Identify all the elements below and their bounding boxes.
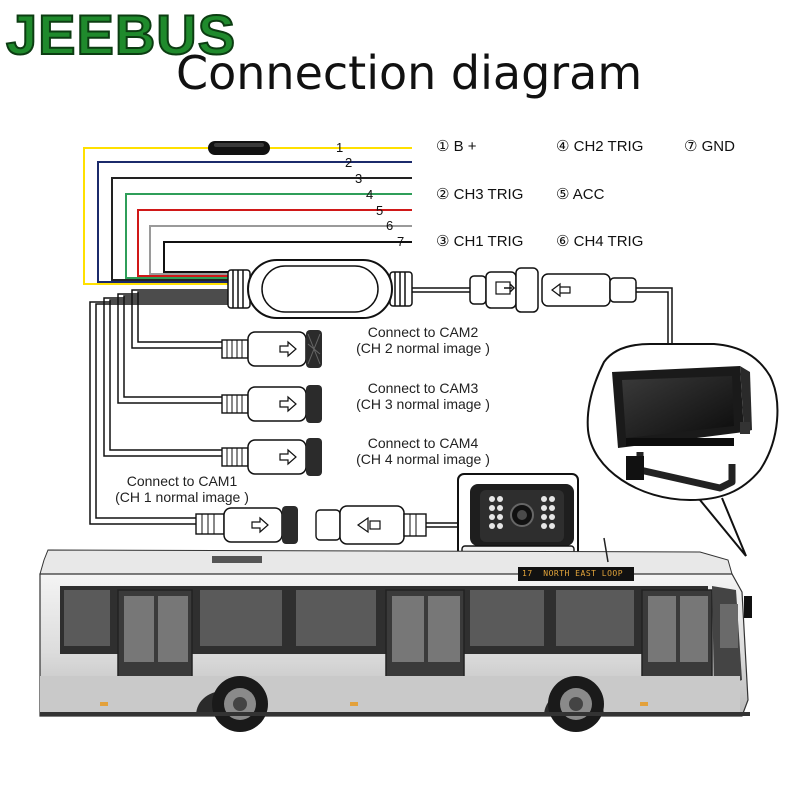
- legend-item-6: ⑥ CH4 TRIG: [556, 232, 643, 250]
- wire-4: [125, 193, 412, 279]
- legend-number: ①: [436, 138, 450, 155]
- legend-item-7: ⑦ GND: [684, 137, 735, 155]
- monitor-connector: [469, 267, 673, 370]
- legend-number: ③: [436, 233, 450, 250]
- legend-label: CH1 TRIG: [453, 233, 524, 250]
- splitter-box: [227, 259, 470, 319]
- cam4-label-line1: Connect to CAM4: [367, 435, 479, 451]
- cam1-label-line1: Connect to CAM1: [126, 473, 238, 489]
- camera-connectors: [221, 330, 322, 476]
- cam2-label-line1: Connect to CAM2: [367, 324, 479, 340]
- wire-number-3: 3: [355, 171, 363, 186]
- wire-harness: [83, 147, 412, 285]
- legend-label: ACC: [572, 186, 605, 203]
- cam3-label: Connect to CAM3 (CH 3 normal image ): [338, 380, 508, 412]
- bus-illustration: [39, 537, 752, 732]
- cam1-label-line2: (CH 1 normal image ): [115, 489, 249, 505]
- cam3-label-line2: (CH 3 normal image ): [356, 396, 490, 412]
- monitor-callout: [586, 343, 779, 557]
- wire-5: [137, 209, 412, 277]
- wire-3: [111, 177, 412, 281]
- cam2-label: Connect to CAM2 (CH 2 normal image ): [338, 324, 508, 356]
- legend-label: CH2 TRIG: [573, 138, 644, 155]
- legend-label: CH3 TRIG: [453, 186, 524, 203]
- bus-route-number: 17: [522, 569, 533, 578]
- legend-label: B +: [453, 138, 477, 155]
- brand-logo: JEEBUS: [5, 2, 237, 67]
- bus-destination: NORTH EAST LOOP: [543, 569, 624, 578]
- fuse-icon: [208, 141, 270, 155]
- legend-item-1: ① B +: [436, 137, 477, 155]
- cam4-label-line2: (CH 4 normal image ): [356, 451, 490, 467]
- legend-number: ⑤: [556, 186, 570, 203]
- legend-label: CH4 TRIG: [573, 233, 644, 250]
- wire-7: [163, 241, 412, 273]
- legend-item-5: ⑤ ACC: [556, 185, 604, 203]
- legend-item-4: ④ CH2 TRIG: [556, 137, 643, 155]
- wire-number-5: 5: [376, 203, 384, 218]
- bus-destination-sign: 17 NORTH EAST LOOP: [522, 569, 623, 578]
- wire-number-2: 2: [345, 155, 353, 170]
- cam2-label-line2: (CH 2 normal image ): [356, 340, 490, 356]
- cam1-connector: [195, 505, 462, 545]
- legend-item-3: ③ CH1 TRIG: [436, 232, 523, 250]
- wire-6: [149, 225, 412, 275]
- cam4-label: Connect to CAM4 (CH 4 normal image ): [338, 435, 508, 467]
- legend-label: GND: [701, 138, 735, 155]
- wire-number-7: 7: [397, 234, 405, 249]
- cam3-label-line1: Connect to CAM3: [367, 380, 479, 396]
- legend-number: ⑥: [556, 233, 570, 250]
- wire-number-6: 6: [386, 218, 394, 233]
- legend-number: ④: [556, 138, 570, 155]
- legend-number: ②: [436, 186, 450, 203]
- page-title: Connection diagram: [176, 46, 643, 100]
- cam1-label: Connect to CAM1 (CH 1 normal image ): [92, 473, 272, 505]
- wire-2: [97, 161, 412, 283]
- legend-item-2: ② CH3 TRIG: [436, 185, 523, 203]
- legend-number: ⑦: [684, 138, 698, 155]
- wire-number-4: 4: [366, 187, 374, 202]
- wire-number-1: 1: [336, 140, 344, 155]
